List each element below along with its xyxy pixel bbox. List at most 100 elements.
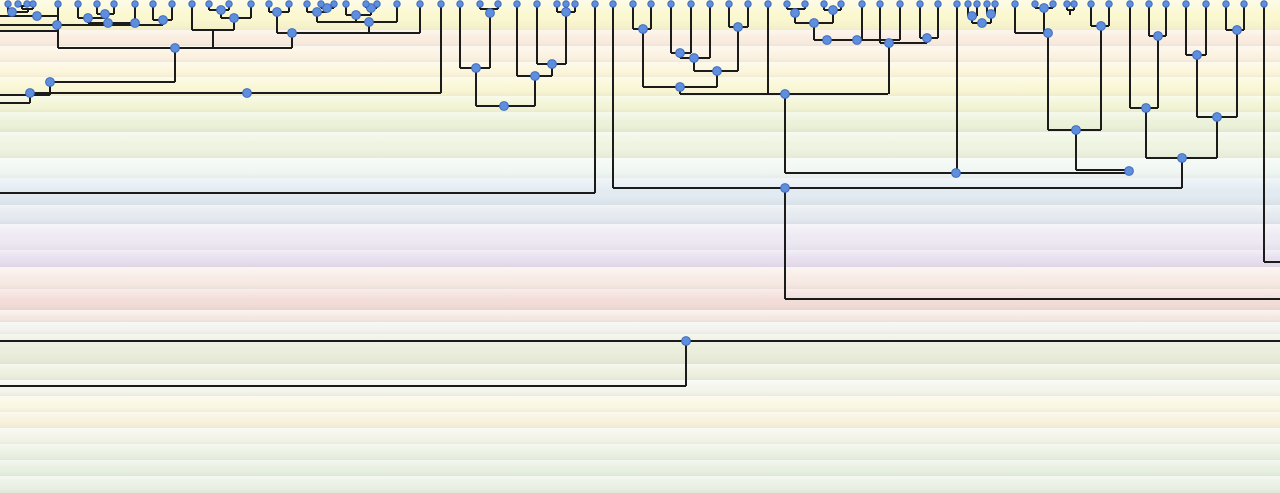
leaf-node-dot[interactable] — [285, 0, 293, 8]
leaf-node-dot[interactable] — [553, 0, 561, 8]
leaf-node-dot[interactable] — [1063, 0, 1071, 8]
tree-node-dot[interactable] — [530, 71, 540, 81]
leaf-node-dot[interactable] — [983, 0, 991, 8]
leaf-node-dot[interactable] — [149, 0, 157, 8]
tree-node-dot[interactable] — [675, 82, 685, 92]
leaf-node-dot[interactable] — [317, 0, 325, 8]
leaf-node-dot[interactable] — [330, 0, 338, 8]
leaf-node-dot[interactable] — [225, 0, 233, 8]
tree-node-dot[interactable] — [561, 7, 571, 17]
leaf-node-dot[interactable] — [837, 0, 845, 8]
tree-node-dot[interactable] — [712, 66, 722, 76]
tree-node-dot[interactable] — [312, 7, 322, 17]
leaf-node-dot[interactable] — [629, 0, 637, 8]
tree-node-dot[interactable] — [828, 5, 838, 15]
tree-node-dot[interactable] — [1071, 125, 1081, 135]
tree-node-dot[interactable] — [130, 18, 140, 28]
tree-node-dot[interactable] — [32, 11, 42, 21]
tree-node-dot[interactable] — [229, 13, 239, 23]
leaf-node-dot[interactable] — [991, 0, 999, 8]
tree-node-dot[interactable] — [52, 20, 62, 30]
leaf-node-dot[interactable] — [1182, 0, 1190, 8]
tree-node-dot[interactable] — [986, 9, 996, 19]
leaf-node-dot[interactable] — [476, 0, 484, 8]
leaf-node-dot[interactable] — [1011, 0, 1019, 8]
tree-node-dot[interactable] — [780, 183, 790, 193]
tree-node-dot[interactable] — [547, 59, 557, 69]
tree-node-dot[interactable] — [977, 18, 987, 28]
leaf-node-dot[interactable] — [801, 0, 809, 8]
leaf-node-dot[interactable] — [896, 0, 904, 8]
tree-node-dot[interactable] — [922, 33, 932, 43]
tree-node-dot[interactable] — [45, 77, 55, 87]
tree-node-dot[interactable] — [809, 18, 819, 28]
tree-node-dot[interactable] — [1212, 112, 1222, 122]
leaf-node-dot[interactable] — [29, 0, 37, 8]
leaf-node-dot[interactable] — [591, 0, 599, 8]
tree-node-dot[interactable] — [681, 336, 691, 346]
leaf-node-dot[interactable] — [1240, 0, 1248, 8]
tree-node-dot[interactable] — [485, 8, 495, 18]
leaf-node-dot[interactable] — [1070, 0, 1078, 8]
leaf-node-dot[interactable] — [916, 0, 924, 8]
leaf-node-dot[interactable] — [1105, 0, 1113, 8]
leaf-node-dot[interactable] — [437, 0, 445, 8]
tree-node-dot[interactable] — [158, 15, 168, 25]
tree-node-dot[interactable] — [1232, 25, 1242, 35]
leaf-node-dot[interactable] — [14, 0, 22, 8]
leaf-node-dot[interactable] — [93, 0, 101, 8]
leaf-node-dot[interactable] — [820, 0, 828, 8]
leaf-node-dot[interactable] — [934, 0, 942, 8]
tree-node-dot[interactable] — [103, 18, 113, 28]
tree-node-dot[interactable] — [1141, 103, 1151, 113]
tree-node-dot[interactable] — [967, 11, 977, 21]
leaf-node-dot[interactable] — [744, 0, 752, 8]
tree-node-dot[interactable] — [287, 28, 297, 38]
leaf-node-dot[interactable] — [1162, 0, 1170, 8]
leaf-node-dot[interactable] — [609, 0, 617, 8]
leaf-node-dot[interactable] — [362, 0, 370, 8]
leaf-node-dot[interactable] — [964, 0, 972, 8]
leaf-node-dot[interactable] — [764, 0, 772, 8]
leaf-node-dot[interactable] — [131, 0, 139, 8]
leaf-node-dot[interactable] — [4, 0, 12, 8]
tree-node-dot[interactable] — [733, 22, 743, 32]
leaf-node-dot[interactable] — [562, 0, 570, 8]
tree-node-dot[interactable] — [242, 88, 252, 98]
leaf-node-dot[interactable] — [1202, 0, 1210, 8]
leaf-node-dot[interactable] — [783, 0, 791, 8]
leaf-node-dot[interactable] — [706, 0, 714, 8]
tree-node-dot[interactable] — [216, 5, 226, 15]
tree-node-dot[interactable] — [780, 89, 790, 99]
leaf-node-dot[interactable] — [1049, 0, 1057, 8]
tree-node-dot[interactable] — [675, 48, 685, 58]
leaf-node-dot[interactable] — [1260, 0, 1268, 8]
tree-node-dot[interactable] — [7, 7, 17, 17]
tree-node-dot[interactable] — [822, 35, 832, 45]
leaf-node-dot[interactable] — [687, 0, 695, 8]
tree-node-dot[interactable] — [322, 3, 332, 13]
tree-node-dot[interactable] — [1153, 31, 1163, 41]
leaf-node-dot[interactable] — [416, 0, 424, 8]
leaf-node-dot[interactable] — [1145, 0, 1153, 8]
tree-node-dot[interactable] — [471, 63, 481, 73]
leaf-node-dot[interactable] — [303, 0, 311, 8]
leaf-node-dot[interactable] — [373, 0, 381, 8]
leaf-node-dot[interactable] — [54, 0, 62, 8]
leaf-node-dot[interactable] — [513, 0, 521, 8]
tree-node-dot[interactable] — [272, 7, 282, 17]
leaf-node-dot[interactable] — [725, 0, 733, 8]
tree-node-dot[interactable] — [951, 168, 961, 178]
leaf-node-dot[interactable] — [393, 0, 401, 8]
tree-node-dot[interactable] — [1124, 166, 1134, 176]
tree-node-dot[interactable] — [100, 9, 110, 19]
tree-node-dot[interactable] — [884, 38, 894, 48]
leaf-node-dot[interactable] — [265, 0, 273, 8]
leaf-node-dot[interactable] — [74, 0, 82, 8]
tree-node-dot[interactable] — [170, 43, 180, 53]
tree-node-dot[interactable] — [638, 24, 648, 34]
leaf-node-dot[interactable] — [533, 0, 541, 8]
tree-node-dot[interactable] — [351, 10, 361, 20]
leaf-node-dot[interactable] — [247, 0, 255, 8]
leaf-node-dot[interactable] — [342, 0, 350, 8]
